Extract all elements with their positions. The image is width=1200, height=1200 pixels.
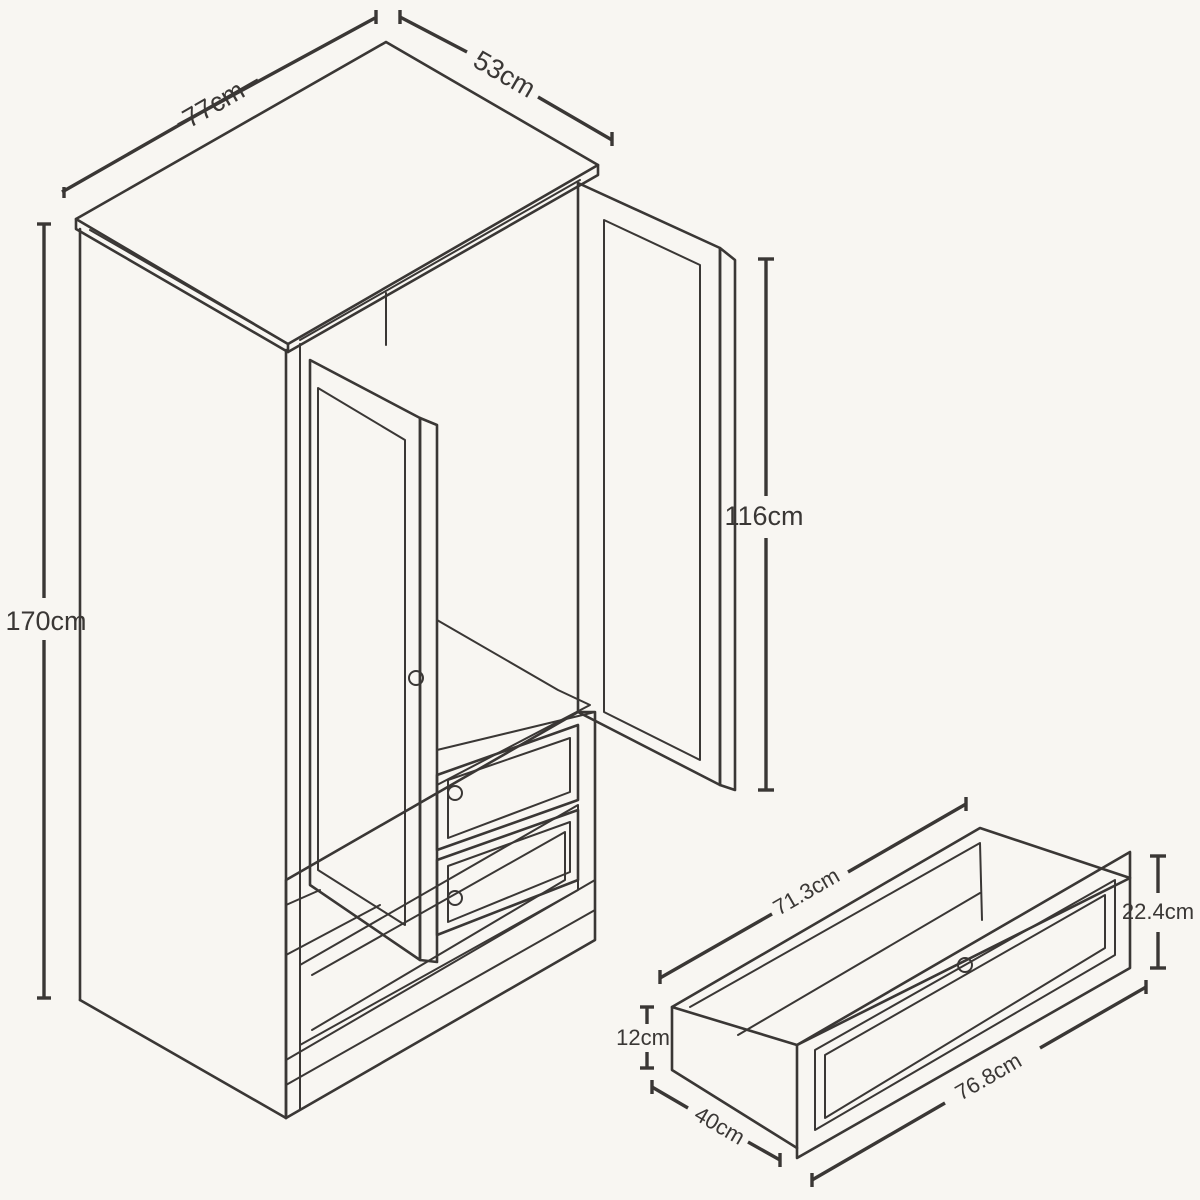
- drawer-knob-middle: [447, 890, 463, 906]
- label-door-height-116cm: 116cm: [724, 501, 803, 531]
- dimension-lines: [37, 10, 1166, 1187]
- wardrobe: [74, 40, 737, 1120]
- loose-drawer: [670, 826, 1132, 1160]
- wardrobe-top-edge-right: [286, 163, 600, 354]
- drawer-knob: [957, 957, 973, 973]
- drawer-box-side: [670, 1005, 799, 1150]
- wardrobe-top-edge-front: [74, 217, 290, 354]
- wardrobe-drawer-middle: [435, 808, 580, 937]
- door-knob-left: [408, 670, 424, 686]
- wardrobe-lower-front: [284, 710, 597, 1120]
- label-height-170cm: 170cm: [5, 606, 86, 636]
- drawer-knob-upper: [447, 785, 463, 801]
- wardrobe-interior-shelf: [436, 619, 591, 786]
- right-door: [576, 181, 737, 792]
- label-drawer-front-height-22-4cm: 22.4cm: [1122, 899, 1194, 924]
- drawer-front-panel: [795, 850, 1132, 1160]
- label-drawer-side-height-12cm: 12cm: [616, 1025, 670, 1050]
- label-drawer-width-71-3cm: 71.3cm: [769, 863, 844, 921]
- label-drawer-front-width-76-8cm: 76.8cm: [951, 1048, 1026, 1106]
- left-door: [308, 358, 439, 964]
- label-drawer-depth-40cm: 40cm: [690, 1101, 749, 1150]
